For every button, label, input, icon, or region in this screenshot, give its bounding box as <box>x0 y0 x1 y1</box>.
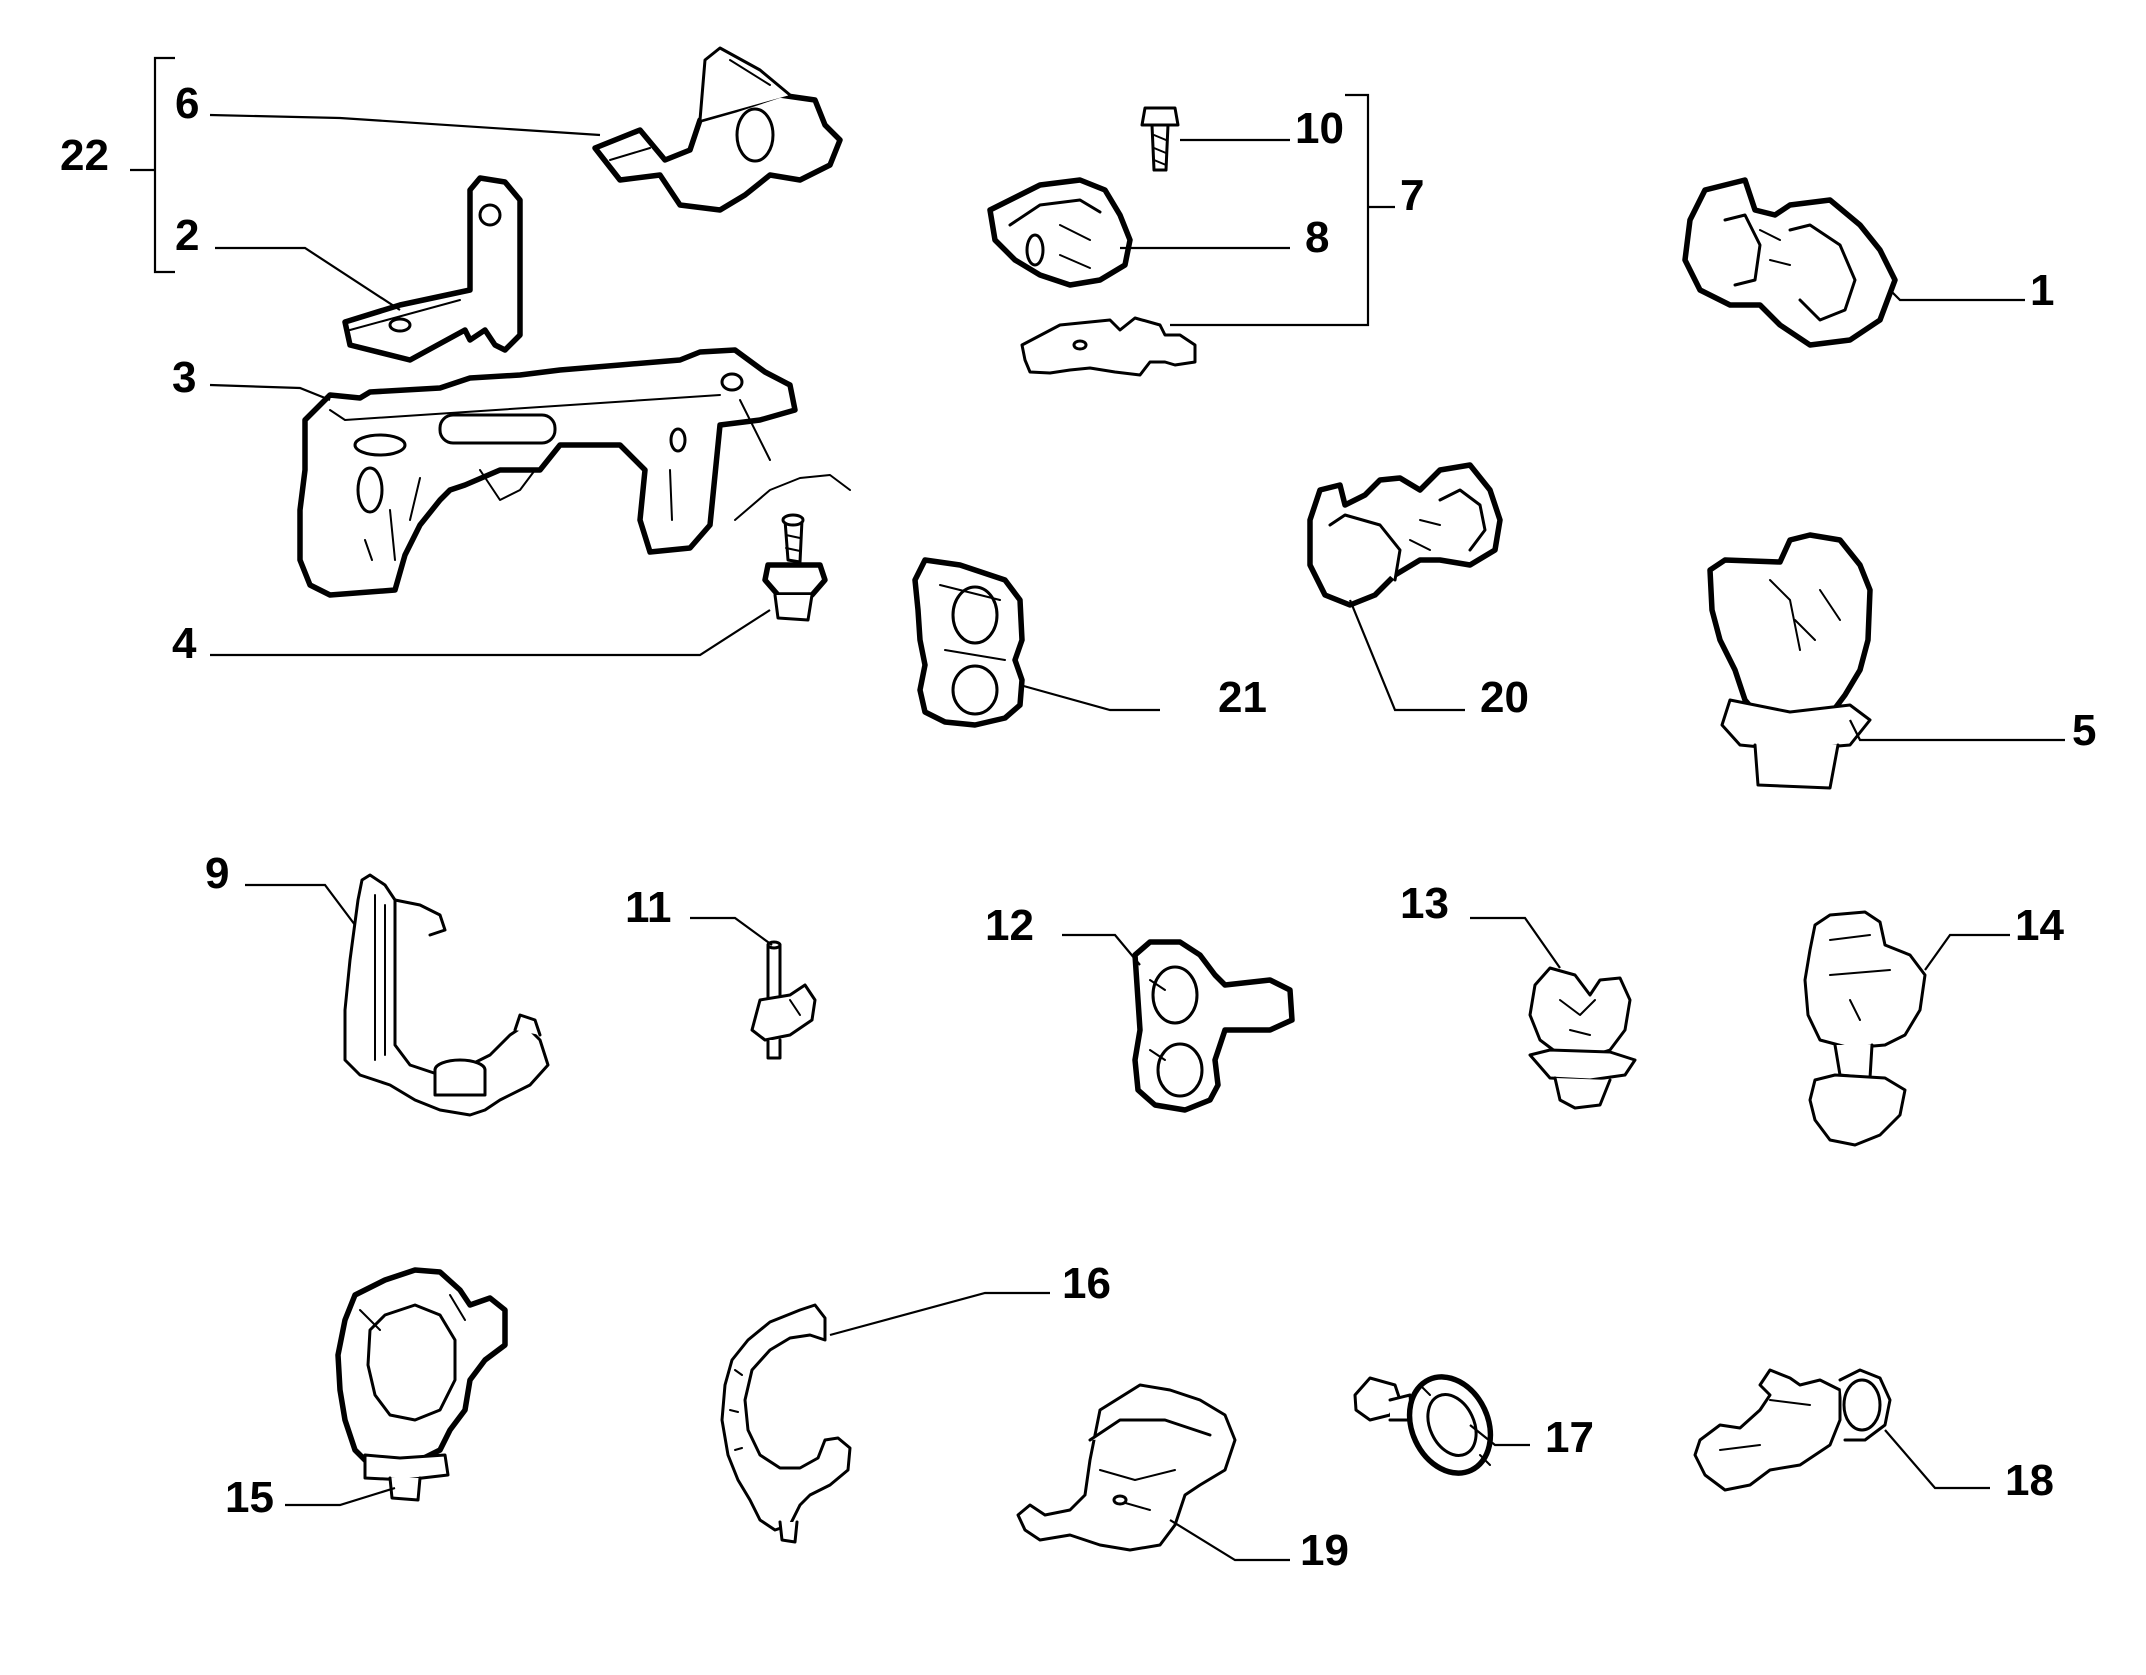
leader-17 <box>1469 1424 1530 1447</box>
callout-2: 2 <box>175 211 199 260</box>
leader-lines <box>209 113 2065 1562</box>
callout-11: 11 <box>625 883 672 932</box>
callout-12: 12 <box>985 901 1034 950</box>
callout-13: 13 <box>1400 879 1449 928</box>
part-14-push-clip <box>1803 910 1927 1147</box>
leader-5 <box>1849 719 2065 742</box>
leader-6 <box>209 113 601 137</box>
part-16-c-clamp <box>720 1303 852 1544</box>
leader-13 <box>1470 916 1561 969</box>
part-2-bracket <box>342 175 523 363</box>
callout-15: 15 <box>225 1473 274 1522</box>
callout-18: 18 <box>2005 1456 2054 1505</box>
callout-1: 1 <box>2030 266 2054 315</box>
group-bracket-22 <box>130 56 175 274</box>
callout-17: 17 <box>1545 1413 1594 1462</box>
callout-21: 21 <box>1218 673 1267 722</box>
callout-4: 4 <box>172 619 197 668</box>
part-11-pin-clip <box>750 940 817 1060</box>
leader-15 <box>285 1486 396 1507</box>
part-12-clip <box>1132 939 1295 1113</box>
part-13-push-clip <box>1528 966 1637 1110</box>
part-21-clip <box>912 557 1025 728</box>
leader-21 <box>1019 683 1160 712</box>
part-17-hose-clamp <box>1353 1374 1494 1476</box>
callout-20: 20 <box>1480 673 1529 722</box>
leader-1 <box>1889 289 2025 302</box>
leader-2 <box>215 246 401 311</box>
part-8-clamp <box>987 177 1133 288</box>
callout-14: 14 <box>2015 901 2064 950</box>
callout-6: 6 <box>175 79 199 128</box>
part-7-plate <box>1020 316 1197 377</box>
leader-16 <box>829 1291 1050 1337</box>
part-4-stud <box>762 513 828 622</box>
callout-19: 19 <box>1300 1526 1349 1575</box>
part-6-clip <box>592 46 843 213</box>
callout-5: 5 <box>2072 706 2096 755</box>
part-10-bolt <box>1140 106 1180 172</box>
callout-8: 8 <box>1305 213 1329 262</box>
leader-12 <box>1062 933 1141 966</box>
leader-14 <box>1924 933 2010 971</box>
callout-10: 10 <box>1295 104 1344 153</box>
leader-9 <box>245 883 356 926</box>
callout-numbers: 22 6 2 3 4 10 7 8 1 21 20 5 9 11 12 13 1… <box>60 79 2096 1575</box>
part-5-grommet-clip <box>1707 532 1873 790</box>
callout-3: 3 <box>172 353 196 402</box>
part-20-clip <box>1307 462 1503 608</box>
leader-4 <box>210 609 771 657</box>
callout-9: 9 <box>205 849 229 898</box>
leader-19 <box>1169 1519 1290 1562</box>
leader-3 <box>209 383 331 402</box>
part-19-saddle-clamp <box>1016 1383 1237 1552</box>
leader-20 <box>1348 599 1465 712</box>
part-3-base-plate <box>297 347 851 598</box>
part-1-double-clip <box>1682 177 1898 348</box>
part-9-bracket-clip <box>343 873 550 1117</box>
callout-16: 16 <box>1062 1259 1111 1308</box>
part-15-round-clip <box>335 1267 508 1502</box>
group-bracket-7 <box>1170 93 1395 327</box>
callout-7: 7 <box>1400 171 1424 220</box>
part-18-clip <box>1693 1368 1892 1492</box>
leader-11 <box>690 916 773 946</box>
callout-22: 22 <box>60 131 109 180</box>
leader-18 <box>1884 1429 1990 1490</box>
